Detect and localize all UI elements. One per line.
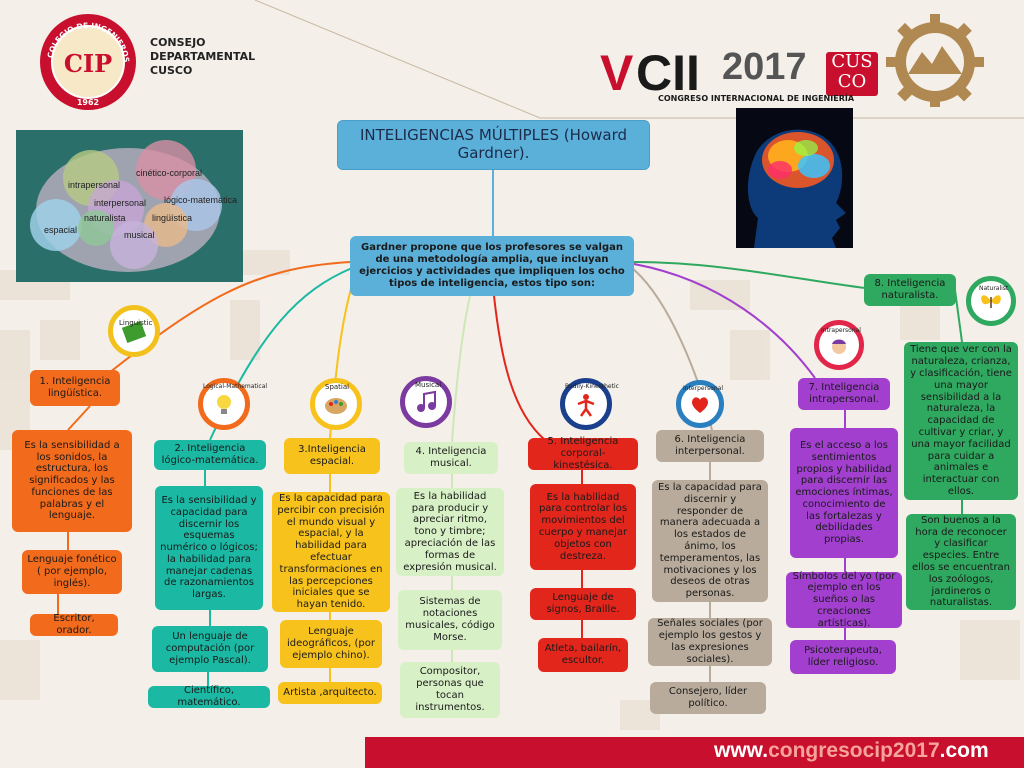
musical-icon-label: Musical [415,381,442,389]
event-logo: V CII 2017 CUS CO CONGRESO INTERNACIONAL… [600,45,890,108]
brain-word-naturalista: naturalista [84,213,126,223]
event-subtitle: CONGRESO INTERNACIONAL DE INGENIERÍA [658,94,855,103]
branch-1-symbol: Lenguaje fonético ( por ejemplo, inglés)… [22,550,122,594]
branch-3-description: Es la capacidad para percibir con precis… [272,492,390,612]
footer-bar: www.congresocip2017.com [0,737,1024,768]
logical-mathematical-icon [198,378,250,430]
event-logo-cii: CII [636,45,700,101]
branch-7-symbol: Símbolos del yo (por ejemplo en los sueñ… [786,571,902,629]
glowing-head-icon [747,129,846,248]
brain-diagram: cinético-corporal intrapersonal interper… [16,130,243,282]
branch-8-examples: Son buenos a la hora de reconocer y clas… [906,514,1016,610]
brain-word-espacial: espacial [44,225,78,235]
mountain-icon [908,46,962,74]
branch-2-heading: 2. Inteligencia lógico-matemática. [154,440,266,470]
branch-8-heading: 8. Inteligencia naturalista. [864,274,956,306]
map-intro: Gardner propone que los profesores se va… [350,236,634,296]
naturalist-icon [966,276,1016,326]
musical-icon [400,376,452,428]
org-line-1: CONSEJO [150,36,206,49]
interpersonal-icon [676,380,724,428]
branch-6-heading: 6. Inteligencia interpersonal. [656,430,764,462]
footer-url[interactable]: www.congresocip2017.com [714,739,989,763]
branch-2-examples: Científico, matemático. [148,685,270,708]
gear-mountain-emblem [880,12,990,107]
brain-word-intrapersonal: intrapersonal [68,180,121,190]
head-brain-image [736,108,853,248]
event-year: 2017 [722,46,807,88]
cip-seal: COLEGIO DE INGENIEROS DEL PERU CIP 1962 [35,5,138,112]
branch-4-description: Es la habilidad para producir y apreciar… [396,488,504,576]
branch-5-heading: 5. Inteligencia corporal-kinestésica. [528,436,638,471]
footer-red-band [365,737,1024,768]
line-branch-8 [633,261,866,289]
branch-4-heading: 4. Inteligencia musical. [404,442,498,474]
spatial-icon [310,378,362,430]
branch-1-examples: Escritor, orador. [30,613,118,636]
branch-6-examples: Consejero, líder político. [650,682,766,714]
seal-letters: CIP [64,49,112,78]
branch-3-symbol: Lenguaje ideográficos, (por ejemplo chin… [280,620,382,668]
branch-5-description: Es la habilidad para controlar los movim… [530,484,636,570]
branch-1-description: Es la sensibilidad a los sonidos, la est… [12,430,132,532]
gear-icon [886,14,984,107]
intrapersonal-icon [814,320,864,370]
branch-7-heading: 7. Inteligencia intrapersonal. [798,378,890,410]
intrapersonal-icon-label: Intrapersonal [821,327,861,334]
line-branch-4 [451,295,471,443]
seal-year: 1962 [77,98,99,107]
event-logo-v: V [600,45,634,101]
naturalist-icon-label: Naturalist [979,285,1009,292]
branch-5-examples: Atleta, bailarín, escultor. [538,638,628,672]
event-cusco-badge: CUS CO [826,52,878,96]
brain-icon [30,140,222,272]
branch-3-examples: Artista ,arquitecto. [278,682,382,704]
org-line-2: DEPARTAMENTAL [150,50,256,63]
branch-3-heading: 3.Inteligencia espacial. [284,438,380,474]
branch-7-examples: Psicoterapeuta, líder religioso. [790,640,896,674]
org-name: CONSEJO DEPARTAMENTAL CUSCO [150,36,255,78]
spatial-icon-label: Spatial [325,383,350,391]
branch-8-description: Tiene que ver con la naturaleza, crianza… [904,342,1018,500]
org-line-3: CUSCO [150,64,193,77]
line-branch-5 [493,295,546,441]
branch-4-symbol: Sistemas de notaciones musicales, código… [398,590,502,650]
branch-1-heading: 1. Inteligencia lingüística. [30,370,120,406]
branch-6-description: Es la capacidad para discernir y respond… [652,480,768,602]
interpersonal-icon-label: Interpersonal [683,385,723,392]
brain-word-musical: musical [124,230,155,240]
footer-url-suffix: .com [939,739,989,762]
event-cusco-bottom: CO [837,71,867,92]
branch-5-symbol: Lenguaje de signos, Braille. [530,588,636,620]
branch-4-examples: Compositor, personas que tocan instrumen… [400,662,500,718]
logical-mathematical-icon-label: Logical-Mathematical [203,383,268,390]
brain-word-cinetico: cinético-corporal [136,168,203,178]
map-title: INTELIGENCIAS MÚLTIPLES (Howard Gardner)… [337,120,650,170]
bodily-kinesthetic-icon-label: Bodily-Kinesthetic [565,383,619,390]
footer-url-highlight: congresocip2017 [768,739,940,762]
event-cusco-top: CUS [831,51,873,72]
line-branch-7 [633,263,816,379]
brain-word-linguistica: lingüística [152,213,193,223]
linguistic-icon [108,305,160,357]
branch-2-symbol: Un lenguaje de computación (por ejemplo … [152,626,268,672]
branch-6-symbol: Señales sociales (por ejemplo los gestos… [648,618,772,666]
branch-2-description: Es la sensibilidad y capacidad para disc… [155,486,263,610]
brain-word-interpersonal: interpersonal [94,198,147,208]
cip-seal-icon: COLEGIO DE INGENIEROS DEL PERU CIP 1962 [35,5,136,110]
branch-7-description: Es el acceso a los sentimientos propios … [790,428,898,558]
footer-url-prefix: www. [714,739,769,762]
brain-word-logico: lógico-matemática [164,195,238,205]
linguistic-icon-label: Linguistic [119,319,153,327]
bodily-kinesthetic-icon [560,378,612,430]
